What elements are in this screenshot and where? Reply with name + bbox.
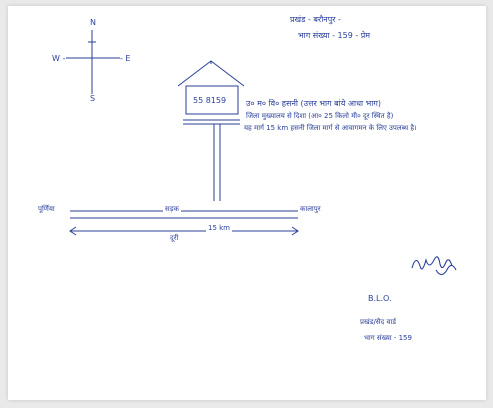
signature-scribble [411,256,457,276]
building-caption: उ० म० वि० हसनी (उत्तर भाग बांये आधा भाग) [246,99,381,108]
school-house-drawing [177,60,245,201]
signature-line-3: भाग संख्या - 159 [364,334,412,342]
signature-title: B.L.O. [368,294,392,303]
dimension-label: दूरी [170,234,179,242]
dimension-arrow-right [291,226,299,236]
building-description-1: जिला मुख्यालय से दिशा (आ० 25 किलो मी० दू… [246,112,394,120]
compass-east-label: - E [120,54,131,63]
compass-south-label: S [90,94,96,103]
document-sheet: प्रखंड - बरौनपुर - भाग संख्या - 159 - प्… [8,6,486,400]
compass-rose [66,30,120,94]
hand-drawn-map [66,30,457,276]
road-center-label: सड़क [163,205,181,214]
header-line-1: प्रखंड - बरौनपुर - [290,15,341,24]
dimension-arrow-left [69,226,77,236]
dimension-value: 15 km [206,224,233,232]
road-left-label: पूर्णिया [38,205,55,213]
signature-line-2: प्रखंड/सैद वार्ड [360,318,396,326]
house-roof [177,60,245,87]
building-description-2: यह मार्ग 15 km हसनी जिला मार्ग से आवागमन… [244,124,417,132]
house-body [185,85,239,115]
header-line-2: भाग संख्या - 159 - प्रेम [298,31,371,40]
road-drawing [69,210,299,236]
building-number-label: 55 8159 [193,96,227,105]
compass-north-label: N [90,18,96,27]
compass-west-label: W - [52,54,66,63]
road-right-label: कालापुर [300,205,321,213]
